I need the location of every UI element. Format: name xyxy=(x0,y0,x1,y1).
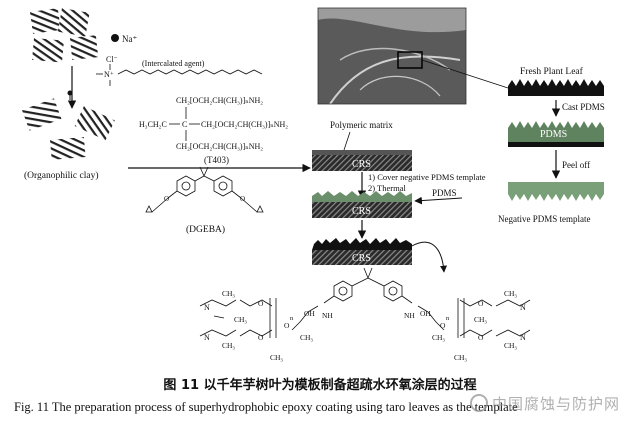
sub-n-1: n xyxy=(290,315,294,322)
organophilic-clay-icon xyxy=(21,98,115,160)
o-right-2: O xyxy=(478,299,484,308)
fresh-leaf-label: Fresh Plant Leaf xyxy=(520,66,584,77)
watermark: 中国腐蚀与防护网 xyxy=(469,393,620,414)
o-left-2: O xyxy=(284,321,290,330)
ch3-9: CH₃ xyxy=(504,341,517,350)
pdms-block xyxy=(508,121,604,142)
crs-block-2 xyxy=(312,202,412,218)
caption-english: Fig. 11 The preparation process of super… xyxy=(14,400,518,414)
ch3-5: CH₃ xyxy=(270,353,283,362)
t403-branch-3: CH₂[OCH₂CH(CH₃)]ₙNH₂ xyxy=(176,142,263,151)
crs-top-coating xyxy=(312,150,412,155)
negative-template-label: Negative PDMS template xyxy=(498,214,590,224)
cast-pdms-label: Cast PDMS xyxy=(562,102,605,112)
t403-center: C xyxy=(182,120,187,129)
superhydrophobic-surface xyxy=(312,238,412,250)
t403-left-group: H₃CH₂C xyxy=(139,120,167,129)
alkyl-chain xyxy=(117,69,263,75)
network-structure xyxy=(199,267,531,338)
sub-n-2: n xyxy=(446,315,450,322)
t403-branch-2: CH₂[OCH₂CH(CH₃)]ₙNH₂ xyxy=(201,120,288,129)
o-left-1: O xyxy=(258,299,264,308)
o-right-3: O xyxy=(478,333,484,342)
n-plus-label: N⁺ xyxy=(104,70,114,79)
o-right-1: O xyxy=(440,321,446,330)
t403-branch-1: CH₂[OCH₂CH(CH₃)]ₙNH₂ xyxy=(176,96,263,105)
organophilic-clay-label: (Organophilic clay) xyxy=(24,170,98,181)
n-left-1: N xyxy=(204,303,210,312)
ch3-7: CH₃ xyxy=(474,315,487,324)
pdms-block-label: PDMS xyxy=(540,129,567,140)
na-label: Na⁺ xyxy=(122,34,137,44)
dgeba-name: (DGEBA) xyxy=(186,224,225,235)
caption-chinese: 图 11 以千年芋树叶为模板制备超疏水环氧涂层的过程 xyxy=(163,378,477,393)
pdms-arrow-label: PDMS xyxy=(432,188,457,198)
sodium-ion-icon xyxy=(111,34,119,42)
dgeba-structure xyxy=(145,166,264,213)
ch3-6: CH₃ xyxy=(432,333,445,342)
ch3-2: CH₃ xyxy=(234,315,247,324)
negative-pdms-template xyxy=(508,182,604,201)
n-right-2: N xyxy=(520,333,526,342)
fresh-leaf-surface xyxy=(508,79,604,96)
ch3-4: CH₃ xyxy=(222,341,235,350)
o-left-3: O xyxy=(258,333,264,342)
ch3-8: CH₃ xyxy=(504,289,517,298)
dgeba-o-right: O xyxy=(240,195,245,203)
peel-off-label: Peel off xyxy=(562,160,590,170)
crs-label-1: CRS xyxy=(352,159,371,170)
ch3-10: CH₃ xyxy=(454,353,467,362)
ch3-1: CH₃ xyxy=(222,289,235,298)
oh-right: OH xyxy=(420,309,431,318)
step-1-label: 1) Cover negative PDMS template xyxy=(368,172,486,182)
crs-block-3 xyxy=(312,250,412,265)
n-left-2: N xyxy=(204,333,210,342)
dgeba-o-left: O xyxy=(164,195,169,203)
n-right-1: N xyxy=(520,303,526,312)
clay-stack-icon xyxy=(30,8,99,63)
ch3-3: CH₃ xyxy=(300,333,313,342)
nh-right: NH xyxy=(404,311,415,320)
intercalated-agent-label: (Intercalated agent) xyxy=(142,59,205,68)
leaf-photo xyxy=(317,7,467,105)
t403-name: (T403) xyxy=(204,155,229,165)
oh-left: OH xyxy=(304,309,315,318)
crs-block-1 xyxy=(312,155,412,171)
polymeric-matrix-label: Polymeric matrix xyxy=(330,120,393,130)
cl-label: Cl⁻ xyxy=(106,55,118,64)
watermark-logo-icon xyxy=(469,394,488,412)
crs-label-2: CRS xyxy=(352,206,371,217)
nh-left: NH xyxy=(322,311,333,320)
pdms-template-top xyxy=(312,191,412,202)
step-2-label: 2) Thermal xyxy=(368,183,406,193)
crs-label-3: CRS xyxy=(352,253,371,264)
watermark-text: 中国腐蚀与防护网 xyxy=(491,395,620,413)
